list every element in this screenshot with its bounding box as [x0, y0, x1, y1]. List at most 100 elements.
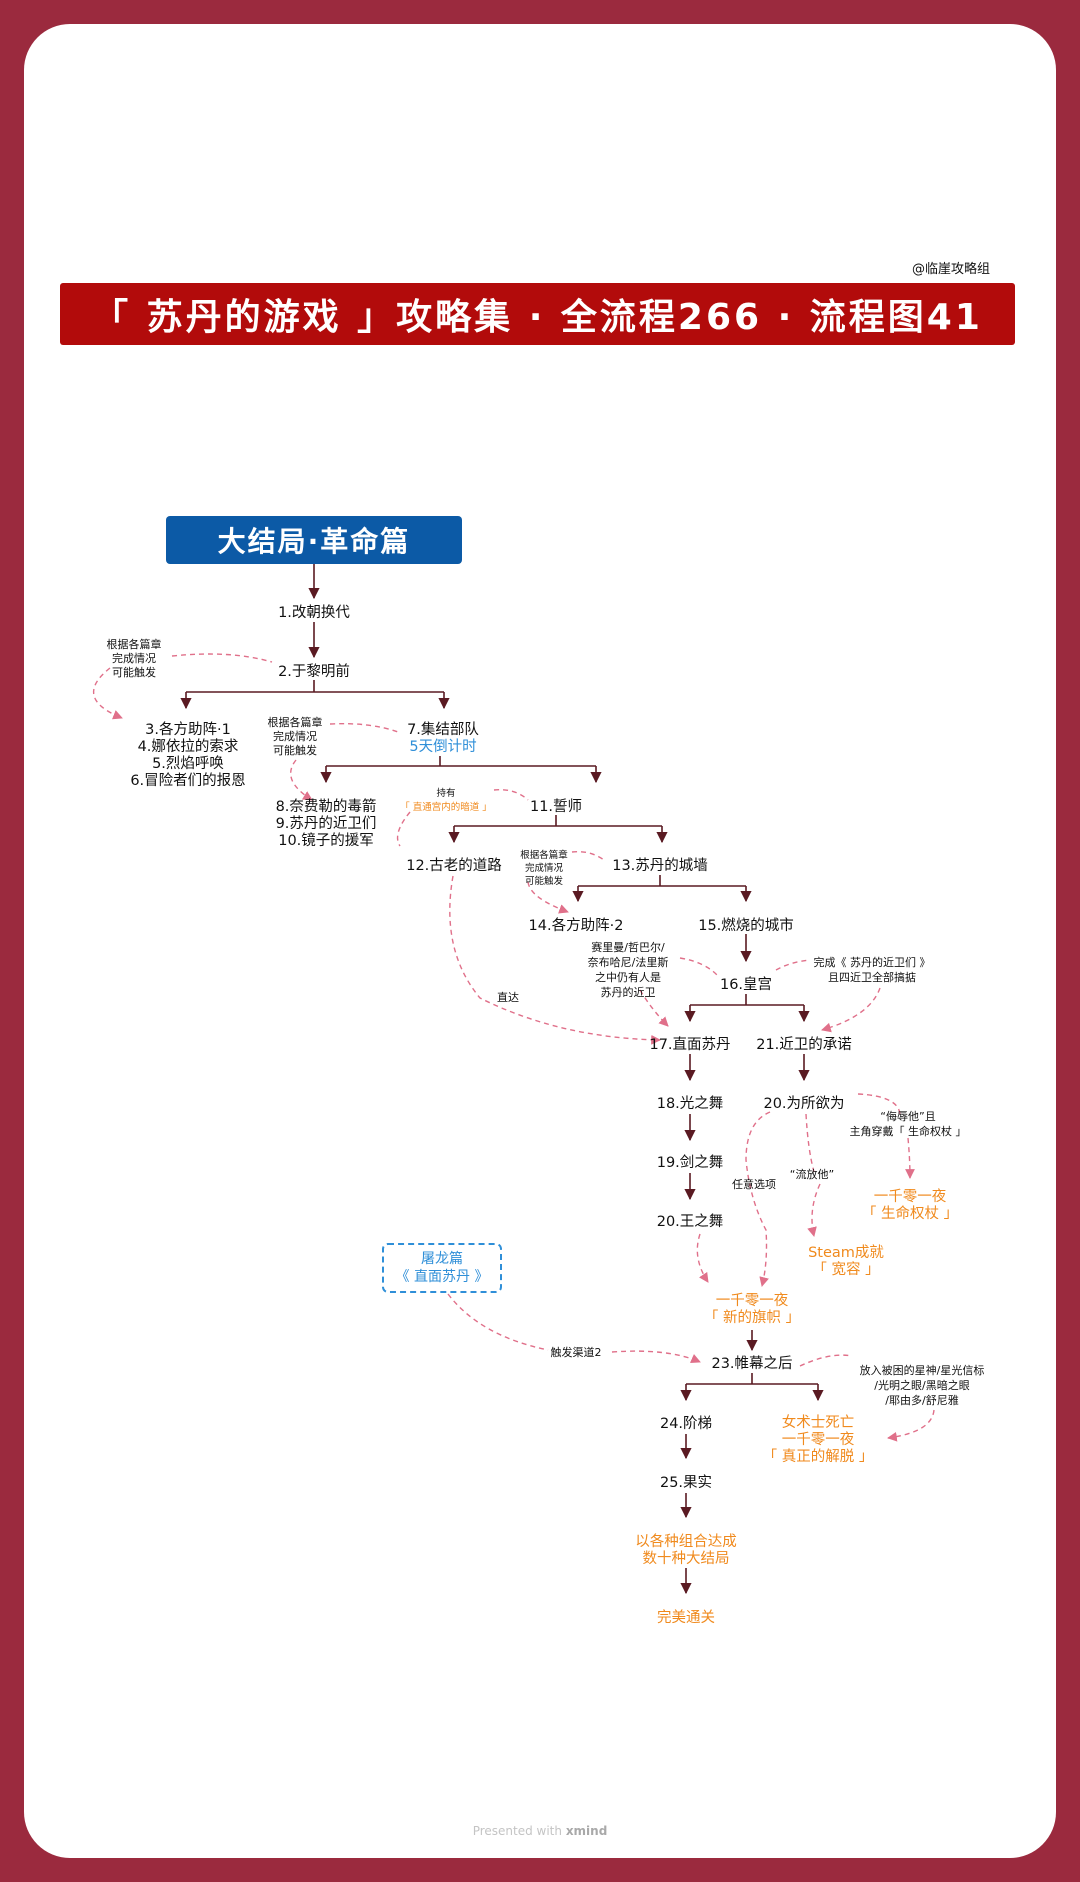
- section-title-banner: 大结局·革命篇: [166, 516, 462, 564]
- note-guards-1: 完成《 苏丹的近卫们 》: [814, 955, 931, 969]
- node-24: 24.阶梯: [660, 1415, 712, 1432]
- dash-hold-to-8: [396, 811, 411, 847]
- note-any-option: 任意选项: [732, 1177, 776, 1191]
- note-chapter-c-1: 根据各篇章: [520, 849, 568, 861]
- dashed-connectors: [92, 653, 935, 1442]
- dash-insult-to-scepter: [905, 1137, 915, 1179]
- footer-prefix: Presented with: [472, 1824, 562, 1838]
- dash-release-to-steam: [807, 1183, 821, 1237]
- node-13: 13.苏丹的城墙: [612, 857, 708, 874]
- dash-23-to-items: [799, 1354, 853, 1367]
- section-title: 大结局·革命篇: [217, 525, 411, 558]
- branch-23: [686, 1373, 818, 1385]
- note-hold-1: 持有: [436, 787, 455, 799]
- branch-16: [690, 994, 804, 1006]
- note-names-3: 之中仍有人是: [595, 970, 661, 984]
- node-16: 16.皇宫: [720, 976, 772, 993]
- dash-20-to-insult: [857, 1093, 901, 1115]
- author-credit: @临崖攻略组: [912, 262, 991, 277]
- ending-nodes: 一千零一夜 「 生命权杖 」 Steam成就 「 宽容 」 一千零一夜 「 新的…: [635, 1188, 958, 1626]
- flow-notes: 根据各篇章 完成情况 可能触发 根据各篇章 完成情况 可能触发 持有 「 直通宫…: [107, 637, 985, 1407]
- note-names-4: 苏丹的近卫: [601, 985, 656, 999]
- ending-steam-1: Steam成就: [808, 1244, 884, 1261]
- dragon-chapter-line-2: 《 直面苏丹 》: [395, 1269, 489, 1285]
- dash-note-to-2: [171, 653, 273, 663]
- ending-relief-1: 女术士死亡: [782, 1413, 855, 1431]
- note-trigger-2: 触发渠道2: [551, 1345, 602, 1359]
- node-17: 17.直面苏丹: [649, 1036, 730, 1053]
- node-14: 14.各方助阵·2: [529, 917, 624, 934]
- dash-hold-to-11: [493, 789, 529, 801]
- dash-names-to-17: [639, 989, 669, 1027]
- node-3: 3.各方助阵·1: [145, 721, 231, 738]
- ending-relief-2: 一千零一夜: [782, 1431, 855, 1448]
- dash-names-to-16: [679, 957, 719, 977]
- note-items-1: 放入被困的星神/星光信标: [860, 1363, 985, 1377]
- branch-7: [326, 756, 596, 767]
- dash-20b-to-banner: [696, 1233, 709, 1283]
- branch-13: [578, 875, 746, 887]
- node-5: 5.烈焰呼唤: [152, 755, 224, 772]
- dash-note-to-7: [329, 723, 399, 733]
- note-insult-1: “侮辱他”且: [880, 1109, 935, 1123]
- note-items-2: /光明之眼/黑暗之眼: [874, 1378, 969, 1392]
- node-23: 23.帷幕之后: [711, 1355, 792, 1372]
- note-chapter-c-2: 完成情况: [525, 862, 564, 874]
- note-names-2: 奈布哈尼/法里斯: [588, 955, 669, 969]
- note-names-1: 赛里曼/哲巴尔/: [591, 940, 665, 954]
- dragon-chapter-link[interactable]: 屠龙篇 《 直面苏丹 》: [382, 1243, 502, 1293]
- dash-trigger-to-23: [611, 1350, 701, 1363]
- node-18: 18.光之舞: [657, 1095, 724, 1112]
- solid-connectors: [180, 564, 824, 1595]
- dragon-chapter-line-1: 屠龙篇: [421, 1251, 463, 1267]
- note-chapter-a-3: 可能触发: [112, 665, 156, 679]
- footer-brand: xmind: [565, 1824, 608, 1838]
- node-20-king: 20.王之舞: [657, 1213, 724, 1230]
- dash-note-to-14: [527, 881, 569, 914]
- dash-note-to-13: [571, 850, 605, 861]
- ending-banner-2: 「 新的旗帜 」: [704, 1309, 800, 1326]
- branch-11: [454, 815, 662, 827]
- node-9: 9.苏丹的近卫们: [276, 815, 377, 832]
- flow-nodes: 1.改朝换代 2.于黎明前 3.各方助阵·1 4.娜依拉的索求 5.烈焰呼唤 6…: [130, 604, 851, 1491]
- note-guards-2: 且四近卫全部搞掂: [828, 970, 916, 984]
- dash-20-to-banner-any: [745, 1111, 771, 1287]
- ending-combo-1: 以各种组合达成: [635, 1533, 737, 1550]
- node-1: 1.改朝换代: [278, 604, 350, 621]
- node-6: 6.冒险者们的报恩: [130, 772, 245, 789]
- node-2: 2.于黎明前: [278, 663, 350, 680]
- note-chapter-b-2: 完成情况: [273, 729, 317, 743]
- node-12: 12.古老的道路: [406, 857, 502, 874]
- note-chapter-c-3: 可能触发: [525, 875, 564, 887]
- ending-combo-2: 数十种大结局: [643, 1550, 730, 1567]
- node-20-whim: 20.为所欲为: [763, 1095, 844, 1112]
- dash-12-to-17-direct: [449, 875, 661, 1045]
- dash-guards-to-21: [821, 987, 881, 1033]
- ending-scepter-1: 一千零一夜: [874, 1188, 947, 1205]
- note-hold-2: 「 直通宫内的暗道 」: [400, 801, 492, 813]
- ending-relief-3: 「 真正的解脱 」: [763, 1447, 874, 1465]
- note-items-3: /耶由多/舒尼雅: [885, 1393, 958, 1407]
- title-banner: 「 苏丹的游戏 」攻略集 · 全流程266 · 流程图41: [60, 283, 1015, 345]
- node-4: 4.娜依拉的索求: [138, 738, 239, 755]
- page-title: 「 苏丹的游戏 」攻略集 · 全流程266 · 流程图41: [92, 297, 983, 338]
- note-release: “流放他”: [790, 1167, 834, 1181]
- note-chapter-a-1: 根据各篇章: [107, 637, 162, 651]
- footer-watermark: Presented with xmind: [0, 1824, 1080, 1838]
- note-insult-2: 主角穿戴「 生命权杖 」: [850, 1124, 967, 1138]
- note-chapter-b-3: 可能触发: [273, 743, 317, 757]
- dash-note-to-8: [290, 759, 313, 801]
- node-7: 7.集结部队: [407, 721, 479, 738]
- node-19: 19.剑之舞: [657, 1154, 724, 1171]
- node-25: 25.果实: [660, 1474, 712, 1491]
- note-direct: 直达: [497, 990, 519, 1004]
- node-11: 11.誓师: [530, 798, 582, 815]
- node-10: 10.镜子的援军: [278, 831, 374, 849]
- ending-steam-2: 「 宽容 」: [812, 1261, 879, 1278]
- dash-dragon-to-trigger: [447, 1293, 549, 1351]
- node-21: 21.近卫的承诺: [756, 1036, 852, 1053]
- dash-items-to-relief: [887, 1409, 935, 1442]
- ending-perfect: 完美通关: [657, 1609, 715, 1626]
- ending-banner-1: 一千零一夜: [716, 1292, 789, 1309]
